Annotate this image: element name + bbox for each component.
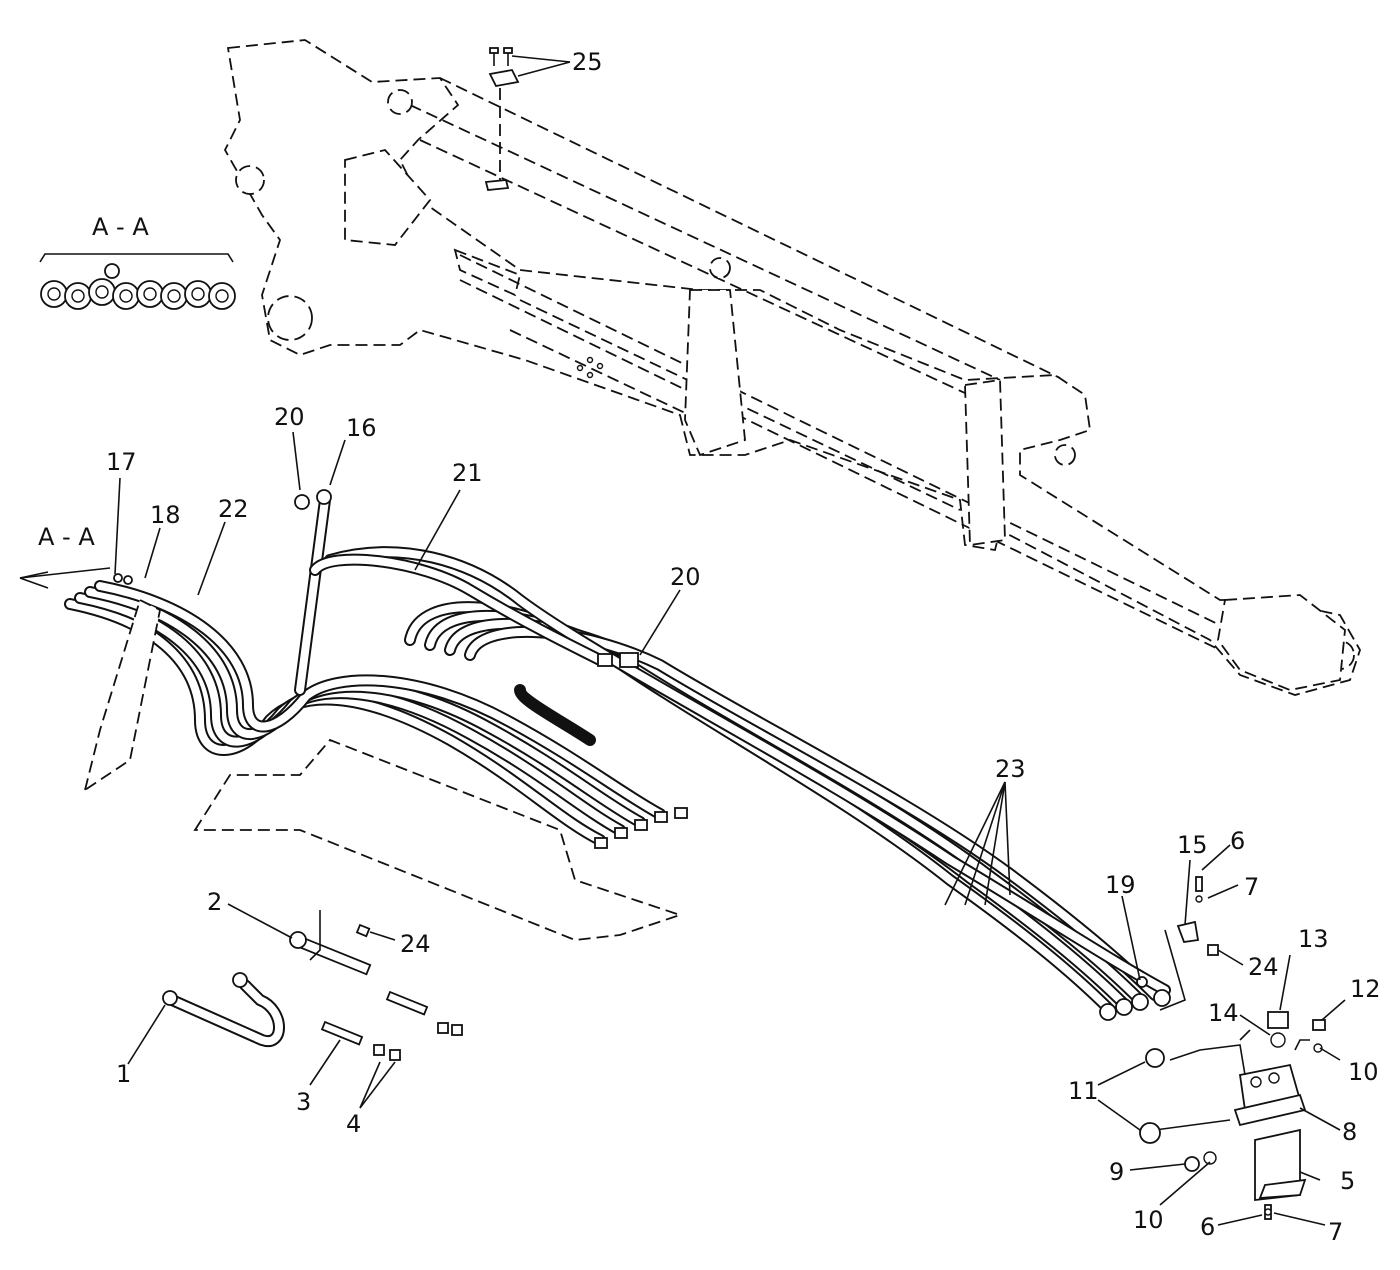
callout-2: 2 — [207, 888, 222, 916]
callout-9: 9 — [1109, 1158, 1124, 1186]
callout-18: 18 — [150, 501, 181, 529]
callout-16: 16 — [346, 414, 377, 442]
callout-19: 19 — [1105, 871, 1136, 899]
section-label-top: A - A — [92, 213, 149, 241]
callout-20-mid: 20 — [670, 563, 701, 591]
callout-6-bottom: 6 — [1200, 1213, 1215, 1241]
callout-8: 8 — [1342, 1118, 1357, 1146]
leader-lines — [114, 55, 1346, 1226]
clip-part-25 — [484, 47, 520, 191]
callout-12: 12 — [1350, 975, 1381, 1003]
callout-23: 23 — [995, 755, 1026, 783]
callout-14: 14 — [1208, 999, 1239, 1027]
callout-15: 15 — [1177, 831, 1208, 859]
clamp-plate — [83, 598, 683, 941]
hose-set-23 — [324, 546, 1171, 1016]
callout-10-right: 10 — [1348, 1058, 1379, 1086]
callout-3: 3 — [296, 1088, 311, 1116]
callout-1: 1 — [116, 1060, 131, 1088]
callout-labels: A - A A - A 25 20 16 21 17 18 22 20 23 1… — [38, 48, 1381, 1246]
callout-6-top: 6 — [1230, 827, 1245, 855]
callout-7-bottom: 7 — [1328, 1218, 1343, 1246]
callout-24-left: 24 — [400, 930, 431, 958]
callout-11: 11 — [1068, 1077, 1099, 1105]
callout-25: 25 — [572, 48, 603, 76]
callout-5: 5 — [1340, 1167, 1355, 1195]
hose-fitting-nut-icon — [40, 263, 236, 310]
section-arrow — [19, 567, 111, 589]
valve-block-assembly — [1139, 876, 1326, 1220]
hose-bundle-22 — [64, 580, 666, 846]
section-label-left: A - A — [38, 523, 95, 551]
tube-16-21 — [294, 494, 606, 696]
boom-outline — [223, 39, 1361, 696]
section-a-a-detail — [39, 253, 236, 310]
callout-10-bottom: 10 — [1133, 1206, 1164, 1234]
callout-21: 21 — [452, 459, 483, 487]
callout-7-top: 7 — [1244, 873, 1259, 901]
fittings — [113, 489, 1171, 1021]
callout-13: 13 — [1298, 925, 1329, 953]
callout-4: 4 — [346, 1110, 361, 1138]
lower-left-hardware — [162, 910, 463, 1061]
callout-17: 17 — [106, 448, 137, 476]
callout-20-top: 20 — [274, 403, 305, 431]
callout-22: 22 — [218, 495, 249, 523]
callout-24-right: 24 — [1248, 953, 1279, 981]
